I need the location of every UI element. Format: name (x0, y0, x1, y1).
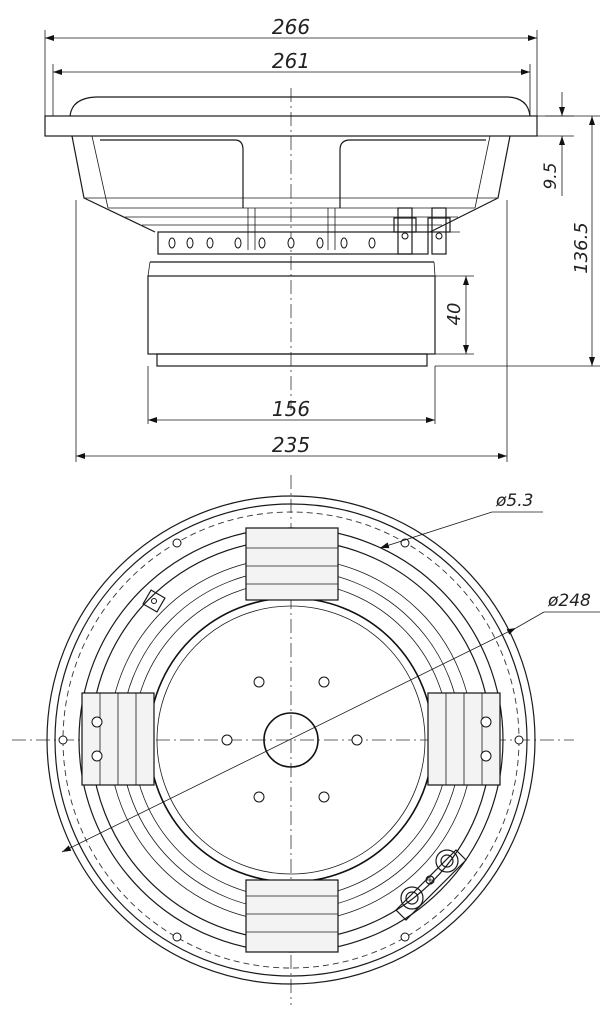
vent-holes (168, 237, 376, 249)
front-view: ø5.3 ø248 (12, 475, 600, 1005)
dim-text-156: 156 (272, 397, 310, 421)
leader-bolt-circle-ext (515, 611, 545, 629)
dim-text-136-5: 136.5 (571, 222, 592, 274)
dim-text-235: 235 (272, 433, 310, 457)
magnet-edge (433, 261, 436, 277)
dim-text-266: 266 (272, 15, 310, 39)
dim-text-261: 261 (272, 49, 310, 73)
basket-tab (142, 589, 166, 613)
terminal-block (390, 207, 460, 255)
terminal-plate (395, 849, 467, 921)
frame-outer-circle (46, 495, 536, 985)
dim-text-9-5: 9.5 (541, 162, 561, 189)
magnet-edge (147, 261, 151, 277)
speaker-surround (69, 96, 531, 117)
magnet-back-plate (156, 353, 428, 367)
basket-inner (91, 135, 491, 209)
dim-text-hole-diameter: ø5.3 (495, 491, 533, 511)
dim-text-40: 40 (444, 303, 465, 326)
basket-window-left (100, 139, 244, 208)
leader-bolt-circle (61, 627, 517, 853)
mounting-flange (44, 115, 538, 137)
dim-text-bolt-circle: ø248 (547, 591, 591, 611)
frame-second-circle (54, 503, 528, 977)
vent-ring (157, 231, 429, 255)
magnet-body (147, 275, 436, 355)
basket-window-right (339, 139, 486, 208)
side-view: 266 261 156 235 9.5 136.5 40 (44, 15, 600, 462)
magnet-holes (221, 676, 363, 803)
leader-mount-hole (379, 511, 493, 549)
